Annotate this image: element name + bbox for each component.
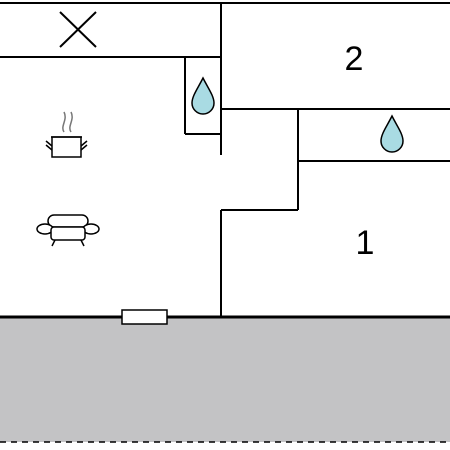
sofa-icon <box>36 214 100 247</box>
water-drop-icon <box>191 76 215 115</box>
room-1-label: 1 <box>356 224 375 262</box>
cooking-pot-icon <box>45 111 88 158</box>
terrace-area <box>0 317 450 442</box>
walls <box>0 2 450 319</box>
water-drop-icon <box>380 114 404 153</box>
room-2-label: 2 <box>345 40 364 78</box>
closed-cross-icon <box>59 11 97 48</box>
door-icon <box>121 309 168 325</box>
